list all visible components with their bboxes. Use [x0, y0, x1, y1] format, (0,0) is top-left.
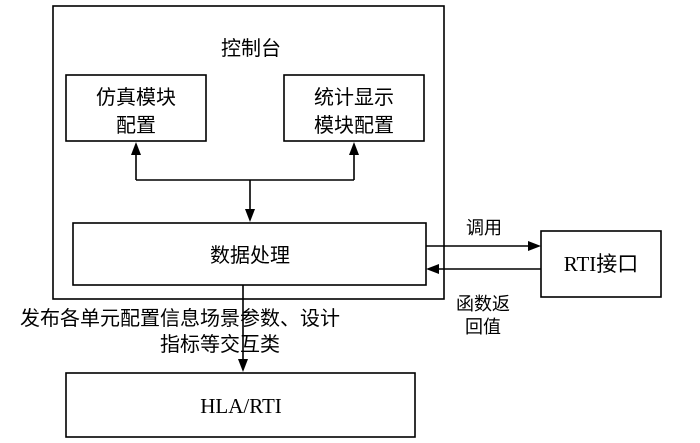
arrow-down-to-data-processing [245, 209, 255, 222]
publish-label-line2: 指标等交互类 [160, 332, 280, 356]
console-title: 控制台 [221, 36, 281, 60]
hla-rti-box [65, 372, 416, 438]
return-label-line1: 函数返 [456, 294, 510, 315]
publish-arrow-head [238, 359, 248, 372]
call-label: 调用 [466, 218, 502, 239]
data-processing-label: 数据处理 [210, 243, 290, 267]
rti-interface-box [540, 230, 662, 298]
publish-label-line1: 发布各单元配置信息场景参数、设计 [20, 306, 340, 330]
stat-config-label-line2: 模块配置 [314, 113, 394, 137]
arrow-up-to-stat-config [349, 142, 359, 155]
return-label-line2: 回值 [465, 317, 501, 338]
sim-config-label-line1: 仿真模块 [96, 85, 176, 109]
hla-rti-label: HLA/RTI [200, 394, 282, 418]
arrow-up-to-sim-config [131, 142, 141, 155]
return-arrow-head [426, 264, 439, 274]
sim-config-label-line2: 配置 [116, 113, 156, 137]
stat-config-label-line1: 统计显示 [314, 85, 394, 109]
sim-config-box [65, 74, 207, 142]
stat-config-box [283, 74, 425, 142]
call-arrow-head [528, 241, 541, 251]
rti-interface-label: RTI接口 [564, 252, 639, 276]
data-processing-box [72, 222, 427, 286]
